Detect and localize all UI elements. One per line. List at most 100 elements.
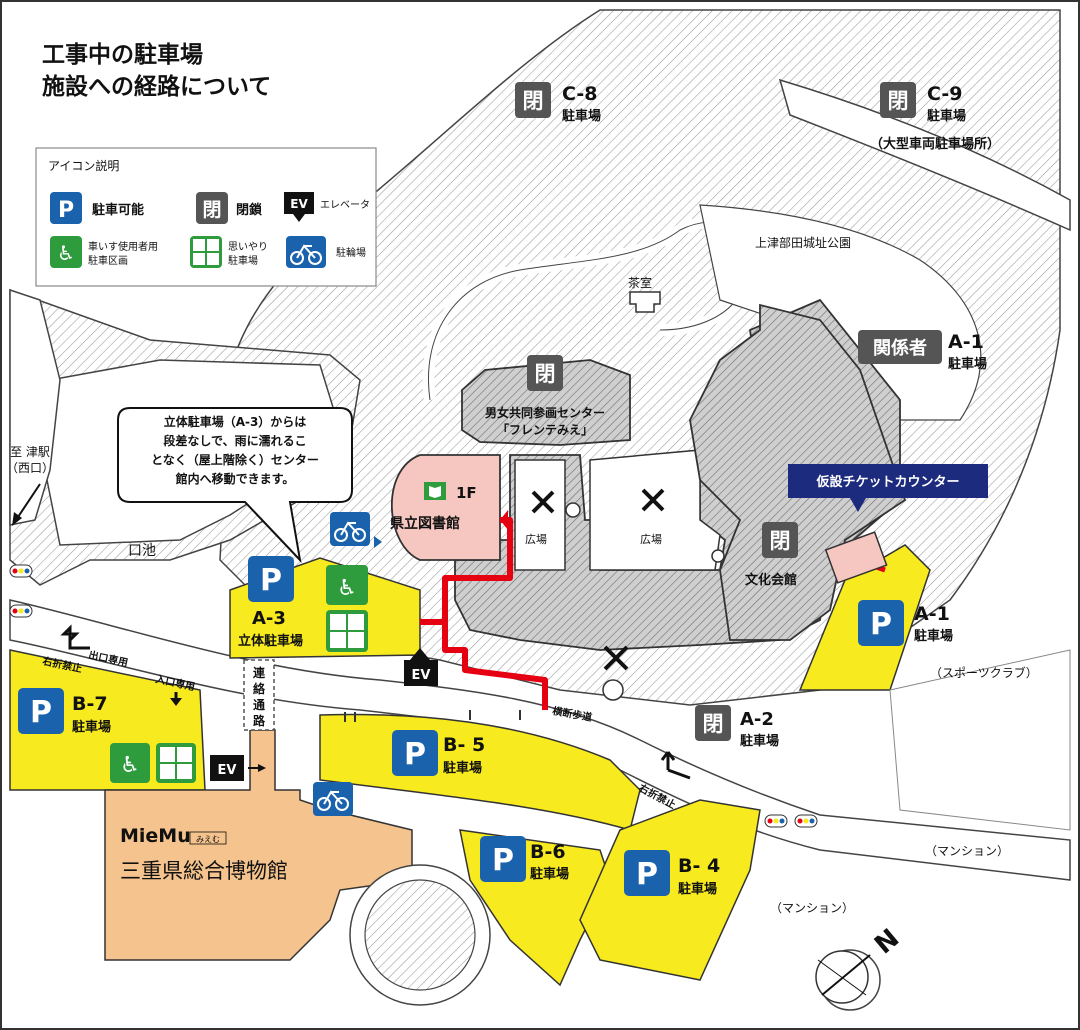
parking-icon: [18, 688, 64, 734]
teahouse-label: 茶室: [628, 275, 652, 290]
crosswalk-markers: [344, 710, 521, 722]
svg-text:関係者: 関係者: [873, 337, 927, 359]
museum-label: MieMu みえむ 三重県総合博物館: [120, 825, 288, 883]
legend-heading: アイコン説明: [48, 158, 119, 173]
svg-text:P: P: [404, 737, 426, 772]
svg-text:A-1: A-1: [914, 603, 950, 625]
legend-priority-label2: 駐車場: [228, 254, 258, 267]
closed-icon: [695, 705, 731, 741]
svg-text:閉: 閉: [703, 712, 724, 736]
svg-text:「フレンテみえ」: 「フレンテみえ」: [497, 422, 593, 437]
teahouse-icon: [629, 291, 661, 313]
legend-wheelchair-icon: [50, 236, 82, 268]
closed-icon: [515, 82, 551, 118]
wheelchair-icon: [110, 743, 150, 783]
road-circle: [602, 679, 624, 701]
closed-icon: [527, 355, 563, 391]
svg-text:駐車場: 駐車場: [530, 866, 569, 882]
legend-elevator-icon: [284, 192, 314, 214]
lot-b7-label: P B-7 駐車場 ♿: [18, 688, 196, 783]
wheelchair-icon: [326, 565, 368, 605]
svg-text:♿: ♿: [337, 576, 357, 601]
svg-text:（西口）: （西口）: [6, 461, 54, 475]
lot-a3-label: P ♿ A-3 立体駐車場: [238, 556, 368, 652]
elevator-museum: EV: [210, 755, 266, 781]
lot-b5-label: P B- 5 駐車場: [392, 730, 485, 776]
svg-text:駐車場: 駐車場: [948, 356, 987, 372]
svg-text:県立図書館: 県立図書館: [390, 515, 460, 532]
traffic-lights: [9, 564, 818, 828]
legend-priority-label1: 思いやり: [228, 241, 268, 253]
closed-icon: [880, 82, 916, 118]
library-label: 1F 県立図書館: [390, 482, 477, 532]
roundabout-island: [364, 879, 476, 991]
title-line1: 工事中の駐車場: [42, 41, 203, 68]
station-arrow-icon: [12, 512, 22, 526]
svg-text:B-6: B-6: [530, 841, 566, 863]
svg-text:1F: 1F: [456, 484, 477, 502]
svg-text:♿: ♿: [57, 241, 75, 265]
legend-closed-icon: [196, 192, 228, 224]
legend-panel: アイコン説明 P 駐車可能 閉 閉鎖 EV エレベータ ♿ 車いす使用者用 駐車…: [35, 147, 377, 287]
mansion-label-south: （マンション）: [770, 901, 854, 915]
mansion-area: [889, 649, 1071, 831]
legend-bicycle-icon: [286, 236, 326, 268]
no-right-turn-arrow-icon: [660, 751, 691, 780]
svg-text:立体駐車場: 立体駐車場: [238, 633, 303, 649]
svg-text:仮設チケットカウンター: 仮設チケットカウンター: [815, 474, 959, 490]
frente-mie-label: 閉 男女共同参画センター 「フレンテみえ」: [485, 355, 605, 437]
legend-elevator-label: エレベータ: [320, 199, 370, 211]
exit-arrow-icon: [60, 624, 90, 650]
ticket-counter-label: 仮設チケットカウンター: [788, 464, 988, 512]
lot-a2-label: 閉 A-2 駐車場: [695, 705, 779, 749]
svg-text:閉: 閉: [770, 529, 791, 553]
svg-text:B-7: B-7: [72, 693, 108, 715]
svg-text:閉: 閉: [535, 362, 556, 386]
sports-club-label: （スポーツクラブ）: [930, 665, 1038, 680]
parking-icon: [392, 730, 438, 776]
walking-route-south: [442, 622, 548, 710]
svg-text:A-1: A-1: [948, 331, 984, 353]
lot-b6-label: P B-6 駐車場: [480, 836, 569, 882]
svg-text:駐車場: 駐車場: [914, 628, 953, 644]
svg-text:文化会館: 文化会館: [745, 572, 797, 588]
west-road: [9, 288, 61, 526]
svg-text:至 津駅: 至 津駅: [10, 445, 50, 459]
parking-icon: [624, 850, 670, 896]
svg-text:P: P: [260, 563, 282, 598]
svg-text:となく（屋上階除く）センター: となく（屋上階除く）センター: [151, 452, 319, 467]
mansion-label-east: （マンション）: [925, 844, 1009, 858]
svg-text:P: P: [636, 857, 658, 892]
lot-a1-label: P A-1 駐車場: [858, 600, 953, 646]
closed-x-marks: [531, 488, 665, 671]
svg-text:駐車場: 駐車場: [562, 108, 601, 124]
bicycle-parking-museum: [313, 782, 353, 816]
route-arrowhead: [500, 510, 508, 530]
parking-icon: [248, 556, 294, 602]
entrance-arrow-icon: [170, 698, 182, 706]
svg-text:駐車場: 駐車場: [72, 719, 111, 735]
lot-c8-label: 閉 C-8 駐車場: [515, 82, 601, 124]
svg-text:館内へ移動できます。: 館内へ移動できます。: [175, 471, 295, 486]
svg-text:通: 通: [253, 697, 265, 712]
lot-c9-label: 閉 C-9 駐車場 （大型車両駐車場所）: [870, 82, 1000, 152]
svg-text:C-9: C-9: [927, 83, 963, 105]
library-building: [390, 454, 501, 561]
svg-text:♿: ♿: [120, 753, 140, 778]
legend-parking-icon: [50, 192, 82, 224]
svg-text:三重県総合博物館: 三重県総合博物館: [120, 859, 288, 883]
elevator-a3: EV: [404, 648, 438, 686]
road-north: [778, 78, 1071, 232]
connecting-passage: [243, 659, 275, 731]
svg-text:P: P: [30, 695, 52, 730]
svg-text:B- 5: B- 5: [443, 734, 485, 756]
cultural-hall-label: 閉 文化会館: [745, 522, 798, 588]
lot-b4-label: P B- 4 駐車場: [624, 850, 720, 897]
svg-text:男女共同参画センター: 男女共同参画センター: [485, 405, 605, 420]
svg-text:絡: 絡: [253, 681, 266, 696]
to-station-label: 至 津駅 （西口）: [6, 445, 54, 526]
svg-text:連: 連: [253, 665, 266, 680]
legend-closed-label: 閉鎖: [236, 202, 263, 218]
svg-text:MieMu: MieMu: [120, 825, 191, 847]
